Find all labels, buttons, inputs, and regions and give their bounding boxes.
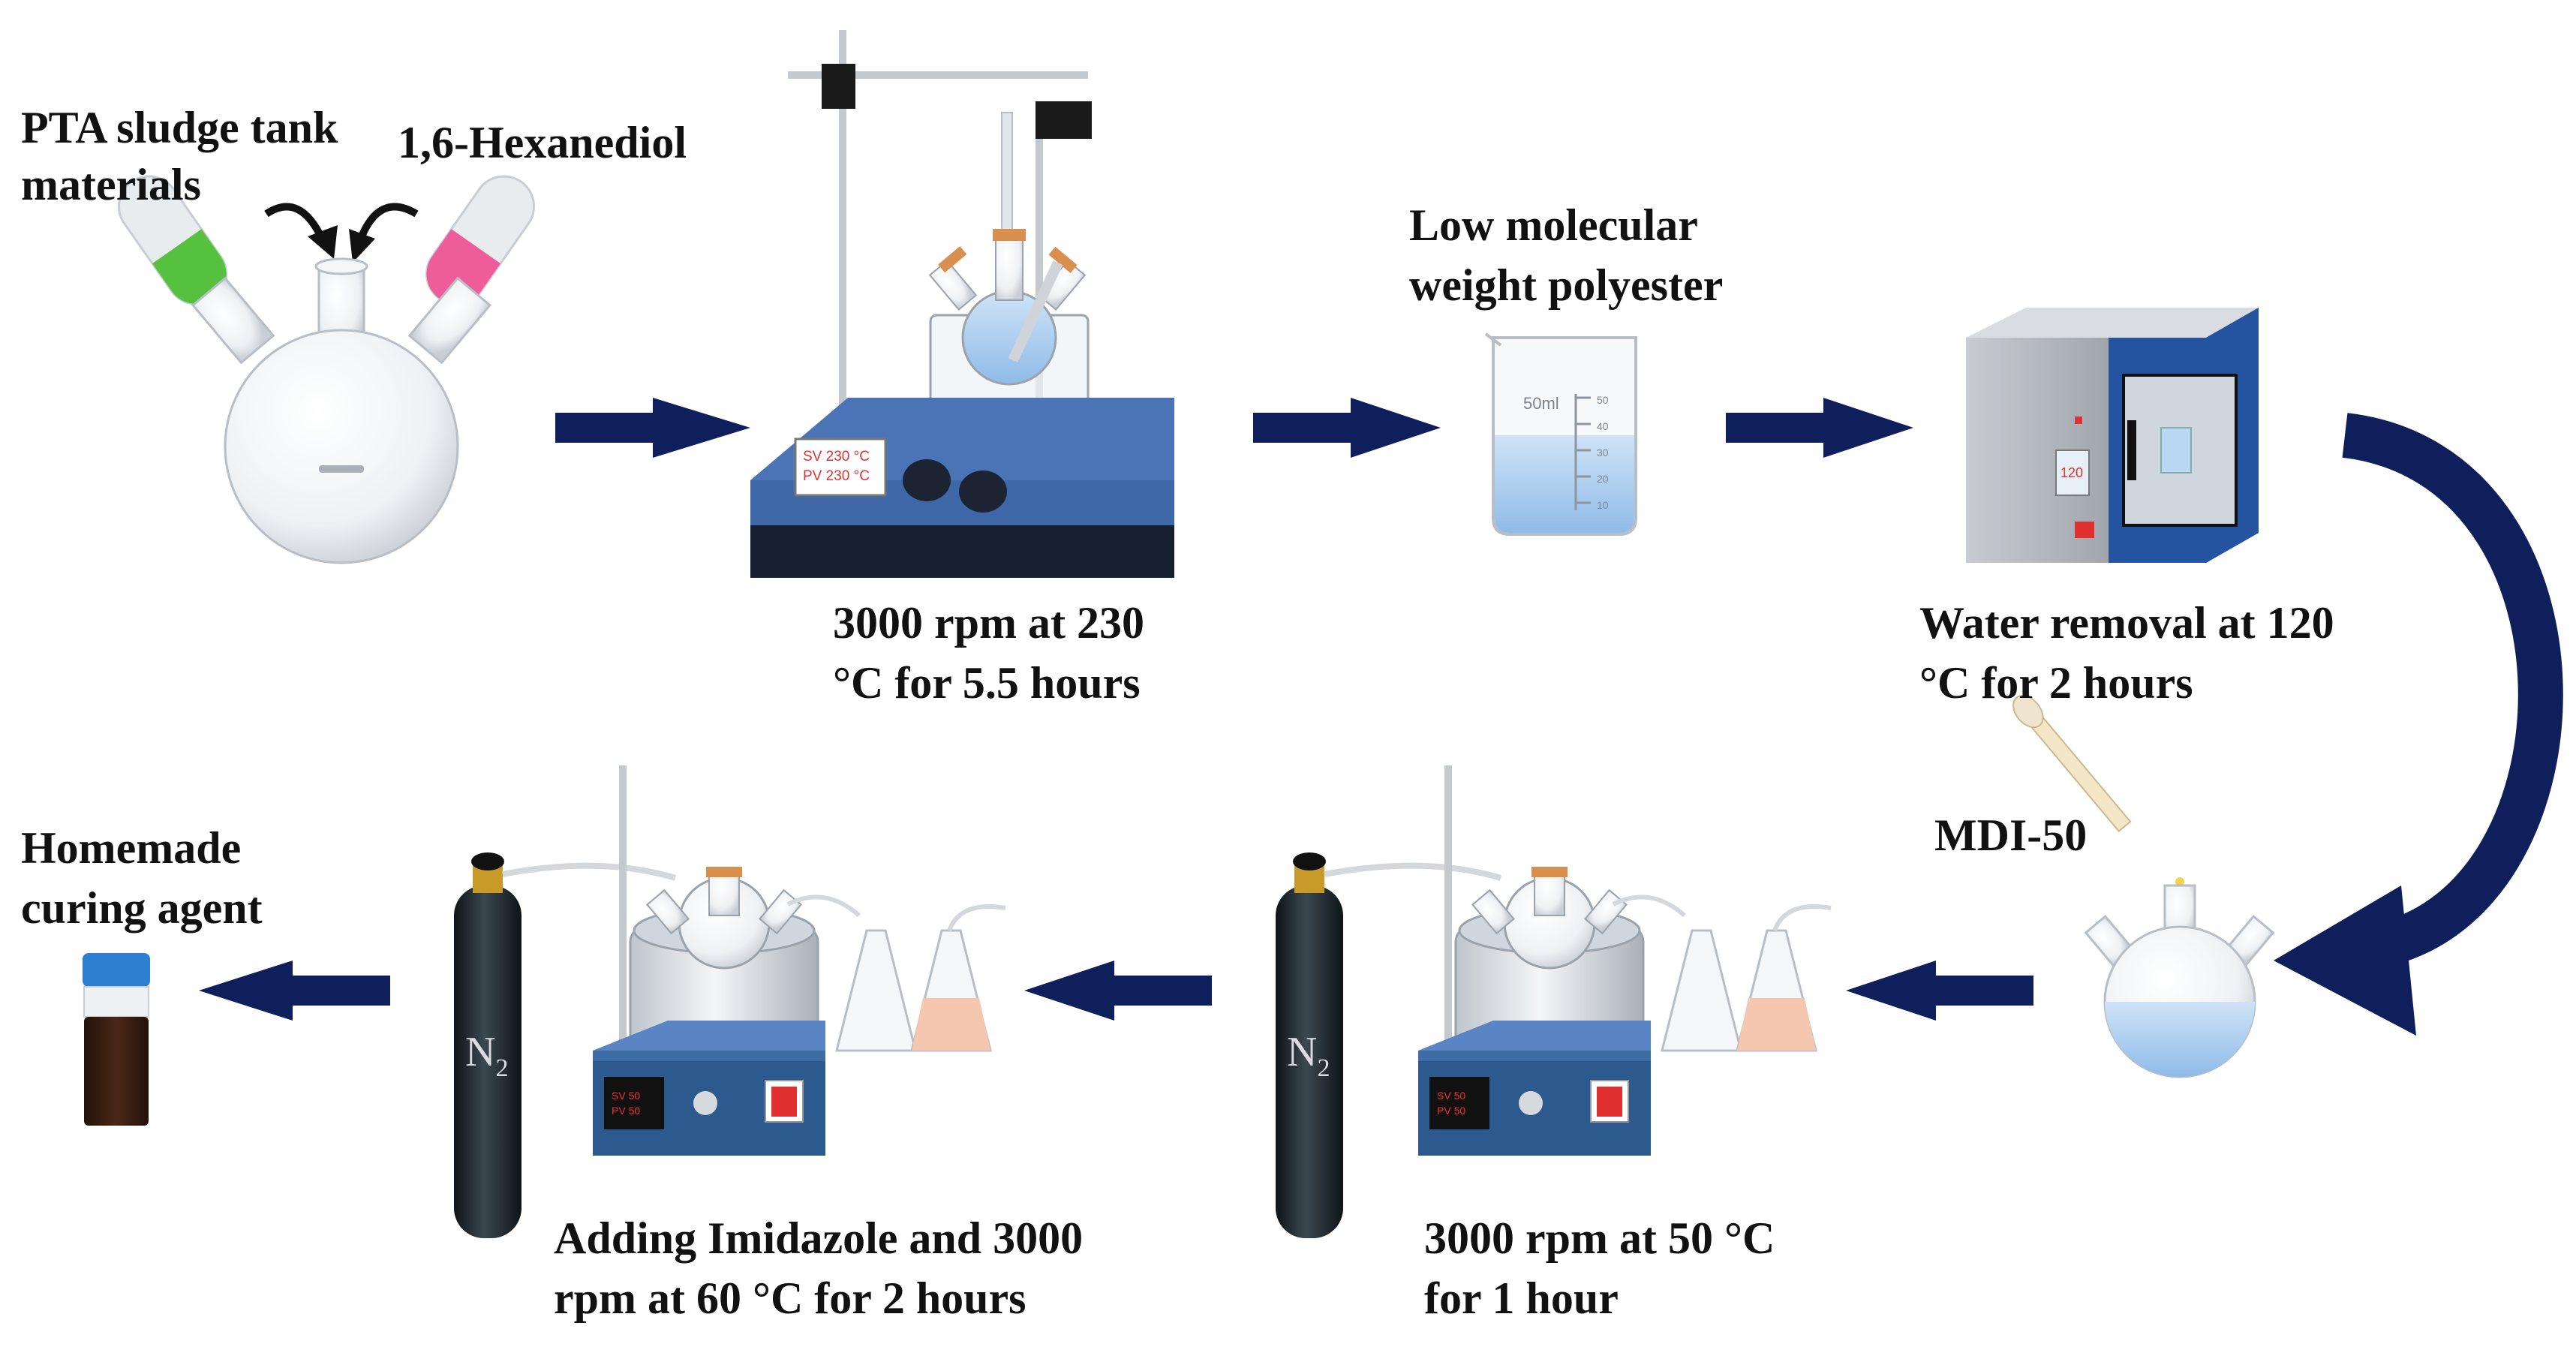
pink-vial-icon — [425, 175, 536, 305]
three-neck-flask-icon — [191, 257, 491, 564]
step3-line1: 3000 rpm at 50 °C — [1424, 1213, 1775, 1263]
curved-return-arrow-icon — [2342, 413, 2563, 968]
step4-line1: Adding Imidazole and 3000 — [554, 1213, 1084, 1263]
step1-line1: 3000 rpm at 230 — [833, 598, 1144, 648]
reagent-flask-group — [117, 175, 536, 564]
step1-conditions-label: 3000 rpm at 230 °C for 5.5 hours — [833, 593, 1144, 713]
lmw-line1: Low molecular — [1409, 200, 1698, 250]
heater-pv-readout: PV 50 — [612, 1105, 640, 1117]
mdi-flask-group — [2012, 695, 2275, 1078]
step3-line2: for 1 hour — [1424, 1273, 1619, 1323]
right-arrow-icon — [1253, 398, 1441, 458]
hexanediol-label: 1,6-Hexanediol — [398, 113, 687, 173]
step4-conditions-label: Adding Imidazole and 3000 rpm at 60 °C f… — [554, 1208, 1083, 1328]
right-arrow-icon — [1726, 398, 1913, 458]
mdi-label-text: MDI-50 — [1934, 810, 2088, 860]
water-removal-label: Water removal at 120 °C for 2 hours — [1919, 593, 2334, 713]
oven-temperature-readout: 120 — [2060, 465, 2083, 480]
pta-sludge-label: PTA sludge tank materials — [21, 98, 338, 215]
beaker-tick-label: 20 — [1597, 473, 1609, 485]
left-arrow-icon — [1846, 961, 2033, 1021]
mdi-label: MDI-50 — [1934, 805, 2087, 865]
flow-arrows — [199, 398, 2563, 1036]
stirrer-knob-icon — [903, 459, 951, 501]
beaker-icon: 50ml 50 40 30 20 10 — [1484, 332, 1637, 536]
heater-sv-readout: SV 50 — [1437, 1090, 1465, 1102]
water-line2: °C for 2 hours — [1919, 658, 2193, 708]
heater-pv-readout: PV 50 — [1437, 1105, 1465, 1117]
n2-label: N2 — [465, 1029, 508, 1082]
reaction-setup-left: N2 SV 50 PV 50 — [454, 765, 1006, 1238]
left-arrow-icon — [199, 961, 390, 1021]
n2-cylinder-icon: N2 — [454, 852, 522, 1238]
beaker-tick-label: 50 — [1597, 394, 1609, 406]
curved-arrow-icon — [264, 203, 326, 242]
stirrer-sv-readout: SV 230 °C — [803, 449, 870, 465]
right-arrow-icon — [555, 398, 750, 458]
lmw-polyester-label: Low molecular weight polyester — [1409, 195, 1723, 315]
n2-label: N2 — [1287, 1029, 1330, 1082]
step1-line2: °C for 5.5 hours — [833, 658, 1141, 708]
stirrer-knob-icon — [959, 471, 1007, 513]
pta-label-line2: materials — [21, 160, 201, 209]
step3-conditions-label: 3000 rpm at 50 °C for 1 hour — [1424, 1208, 1775, 1328]
beaker-tick-label: 30 — [1597, 446, 1609, 459]
water-line1: Water removal at 120 — [1919, 598, 2334, 648]
hexanediol-label-text: 1,6-Hexanediol — [398, 118, 687, 167]
step4-line2: rpm at 60 °C for 2 hours — [554, 1273, 1026, 1323]
n2-cylinder-icon: N2 — [1276, 852, 1343, 1238]
drying-oven-icon: 120 — [1966, 308, 2259, 563]
beaker-volume-label: 50ml — [1523, 394, 1559, 413]
pta-label-line1: PTA sludge tank — [21, 103, 338, 152]
homemade-curing-agent-label: Homemade curing agent — [21, 818, 263, 938]
beaker-tick-label: 40 — [1597, 420, 1609, 432]
beaker-tick-label: 10 — [1597, 499, 1609, 511]
curing-agent-vial-icon — [83, 953, 150, 1126]
left-arrow-icon — [1024, 961, 1212, 1021]
magnetic-stirrer-setup: SV 230 °C PV 230 °C — [750, 30, 1174, 578]
dropper-icon — [2012, 695, 2132, 833]
lmw-line2: weight polyester — [1409, 260, 1724, 310]
heater-sv-readout: SV 50 — [612, 1090, 640, 1102]
stirrer-pv-readout: PV 230 °C — [803, 468, 870, 484]
homemade-line1: Homemade — [21, 823, 242, 873]
curved-arrow-icon — [356, 203, 419, 242]
homemade-line2: curing agent — [21, 883, 263, 933]
reaction-setup-right: N2 SV 50 PV 50 — [1276, 765, 1832, 1238]
